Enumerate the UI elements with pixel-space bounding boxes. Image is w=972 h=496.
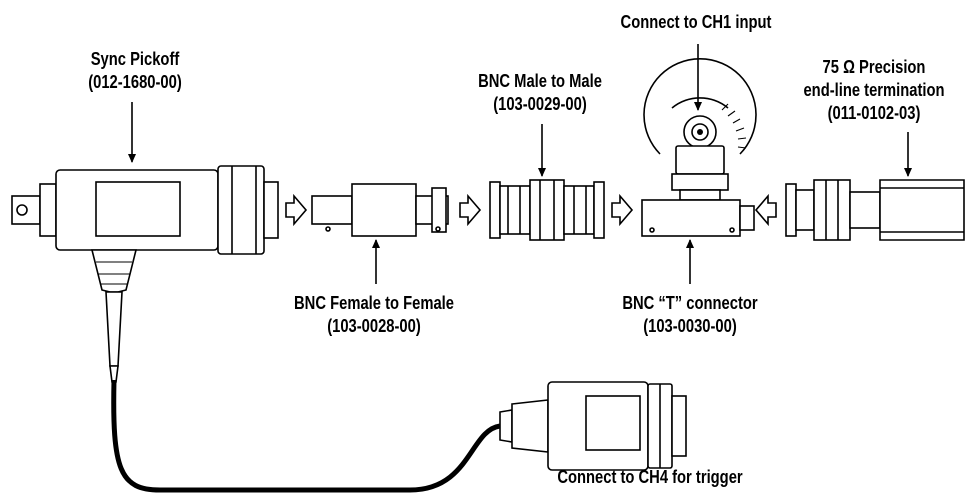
ch1-label: Connect to CH1 input	[606, 11, 786, 34]
bnc-male-male-name: BNC Male to Male	[478, 71, 602, 91]
flow-arrow-icon	[459, 193, 482, 227]
bnc-male-male-label: BNC Male to Male (103-0029-00)	[458, 70, 622, 116]
bnc-male-male-part: (103-0029-00)	[493, 94, 587, 114]
termination-line2: end-line termination	[803, 80, 945, 100]
bnc-t-connector-icon	[641, 58, 757, 237]
bnc-t-label: BNC “T” connector (103-0030-00)	[603, 292, 777, 338]
bnc-female-female-part: (103-0028-00)	[327, 316, 421, 336]
flow-arrow-icon	[285, 193, 308, 227]
bnc-male-to-male-adapter-icon	[489, 179, 605, 241]
sync-pickoff-label: Sync Pickoff (012-1680-00)	[65, 48, 204, 94]
trigger-probe-head-icon	[499, 381, 687, 471]
termination-label: 75 Ω Precision end-line termination (011…	[794, 56, 955, 125]
bnc-t-part: (103-0030-00)	[643, 316, 737, 336]
bnc-female-female-label: BNC Female to Female (103-0028-00)	[276, 292, 473, 338]
sync-pickoff-name: Sync Pickoff	[90, 49, 180, 69]
termination-part: (011-0102-03)	[827, 103, 921, 123]
sync-pickoff-part: (012-1680-00)	[88, 72, 182, 92]
ch1-text: Connect to CH1 input	[620, 12, 772, 32]
flow-arrow-icon	[611, 193, 634, 227]
termination-line1: 75 Ω Precision	[822, 57, 926, 77]
precision-termination-icon	[785, 179, 965, 241]
bnc-t-name: BNC “T” connector	[622, 293, 758, 313]
bnc-female-to-female-adapter-icon	[311, 183, 449, 237]
flow-arrow-icon	[754, 193, 777, 227]
ch4-label: Connect to CH4 for trigger	[543, 466, 756, 489]
ch4-text: Connect to CH4 for trigger	[557, 467, 743, 487]
bnc-female-female-name: BNC Female to Female	[294, 293, 454, 313]
sync-pickoff-icon	[11, 165, 279, 383]
